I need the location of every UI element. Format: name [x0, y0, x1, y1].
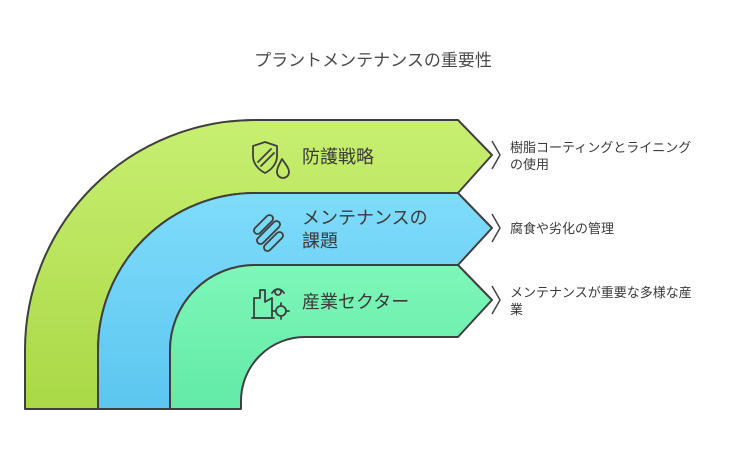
- band-inner: [169, 264, 493, 410]
- description-inner: メンテナンスが重要な多様な産 業: [510, 285, 696, 318]
- factory-gear-icon: [251, 288, 290, 320]
- description-middle: 腐食や劣化の管理: [510, 221, 614, 237]
- leader-middle: [491, 213, 501, 243]
- band-label-outer: 防護戦略: [302, 147, 374, 168]
- striped-bars-icon: [253, 214, 284, 252]
- description-outer: 樹脂コーティングとライニング の使用: [510, 141, 695, 173]
- band-label-inner: 産業セクター: [302, 292, 409, 313]
- band-label-middle: メンテナンスの 課題: [302, 208, 433, 252]
- shield-droplet-icon: [252, 141, 290, 179]
- leader-inner: [491, 285, 501, 315]
- leader-outer: [491, 140, 501, 170]
- diagram-title: プラントメンテナンスの重要性: [254, 51, 492, 71]
